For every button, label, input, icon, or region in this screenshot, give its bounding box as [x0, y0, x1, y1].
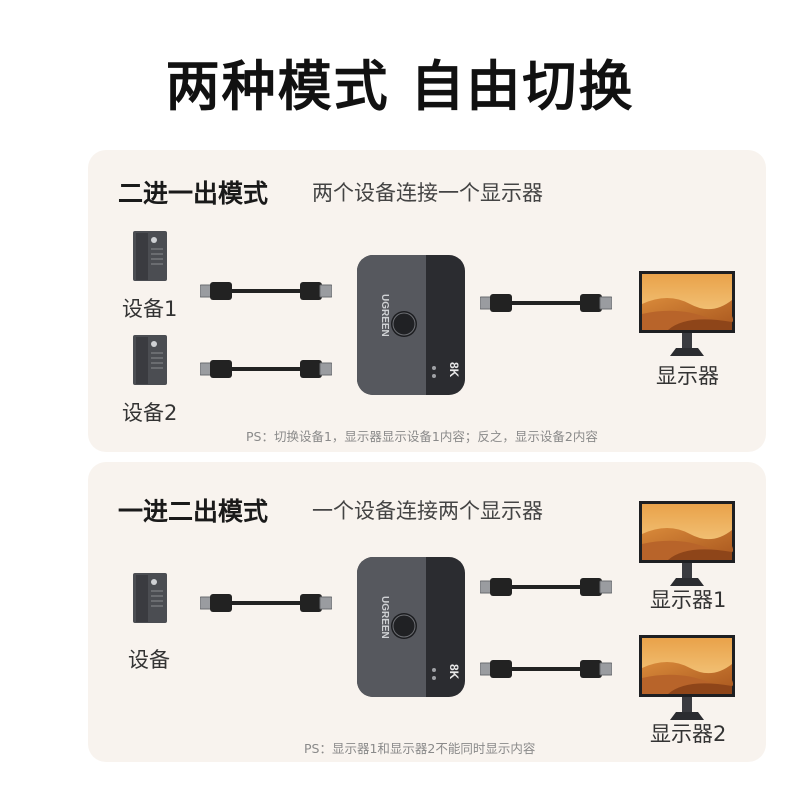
- monitor-label-2: 显示器2: [650, 722, 727, 746]
- hdmi-cable-icon: [478, 658, 614, 680]
- device-label-1: 设备1: [122, 297, 178, 321]
- page-headline: 两种模式 自由切换: [165, 55, 635, 118]
- desert-monitor-icon: [638, 270, 736, 360]
- mode-panel-one-in-two-out: 一进二出模式 一个设备连接两个显示器 设备 UGREEN 8K 显示器1 显示器…: [88, 462, 766, 762]
- desert-monitor-icon: [638, 634, 736, 724]
- hdmi-cable-icon: [478, 292, 614, 314]
- mode-title: 一进二出模式: [118, 497, 269, 526]
- device-label: 设备: [128, 648, 170, 672]
- kvm-switch-icon: UGREEN 8K: [356, 254, 466, 396]
- mode-description: 两个设备连接一个显示器: [312, 181, 543, 205]
- hdmi-cable-icon: [478, 576, 614, 598]
- switch-brand-text: UGREEN: [379, 596, 390, 639]
- desert-monitor-icon: [638, 500, 736, 590]
- mode-note: PS：显示器1和显示器2不能同时显示内容: [304, 741, 536, 756]
- monitor-label: 显示器: [656, 364, 719, 388]
- device-label-2: 设备2: [122, 401, 178, 425]
- mode-title: 二进一出模式: [118, 179, 269, 208]
- switch-badge-text: 8K: [447, 664, 461, 680]
- hdmi-cable-icon: [200, 592, 332, 614]
- desktop-tower-icon: [132, 572, 168, 624]
- switch-brand-text: UGREEN: [379, 294, 390, 337]
- desktop-tower-icon: [132, 334, 168, 386]
- hdmi-cable-icon: [200, 280, 332, 302]
- mode-description: 一个设备连接两个显示器: [312, 499, 543, 523]
- switch-badge-text: 8K: [447, 362, 461, 378]
- kvm-switch-icon: UGREEN 8K: [356, 556, 466, 698]
- mode-panel-two-in-one-out: 二进一出模式 两个设备连接一个显示器 设备1 设备2 UGREEN 8K 显示器…: [88, 150, 766, 452]
- desktop-tower-icon: [132, 230, 168, 282]
- hdmi-cable-icon: [200, 358, 332, 380]
- mode-note: PS：切换设备1，显示器显示设备1内容；反之，显示设备2内容: [246, 429, 598, 444]
- monitor-label-1: 显示器1: [650, 588, 727, 612]
